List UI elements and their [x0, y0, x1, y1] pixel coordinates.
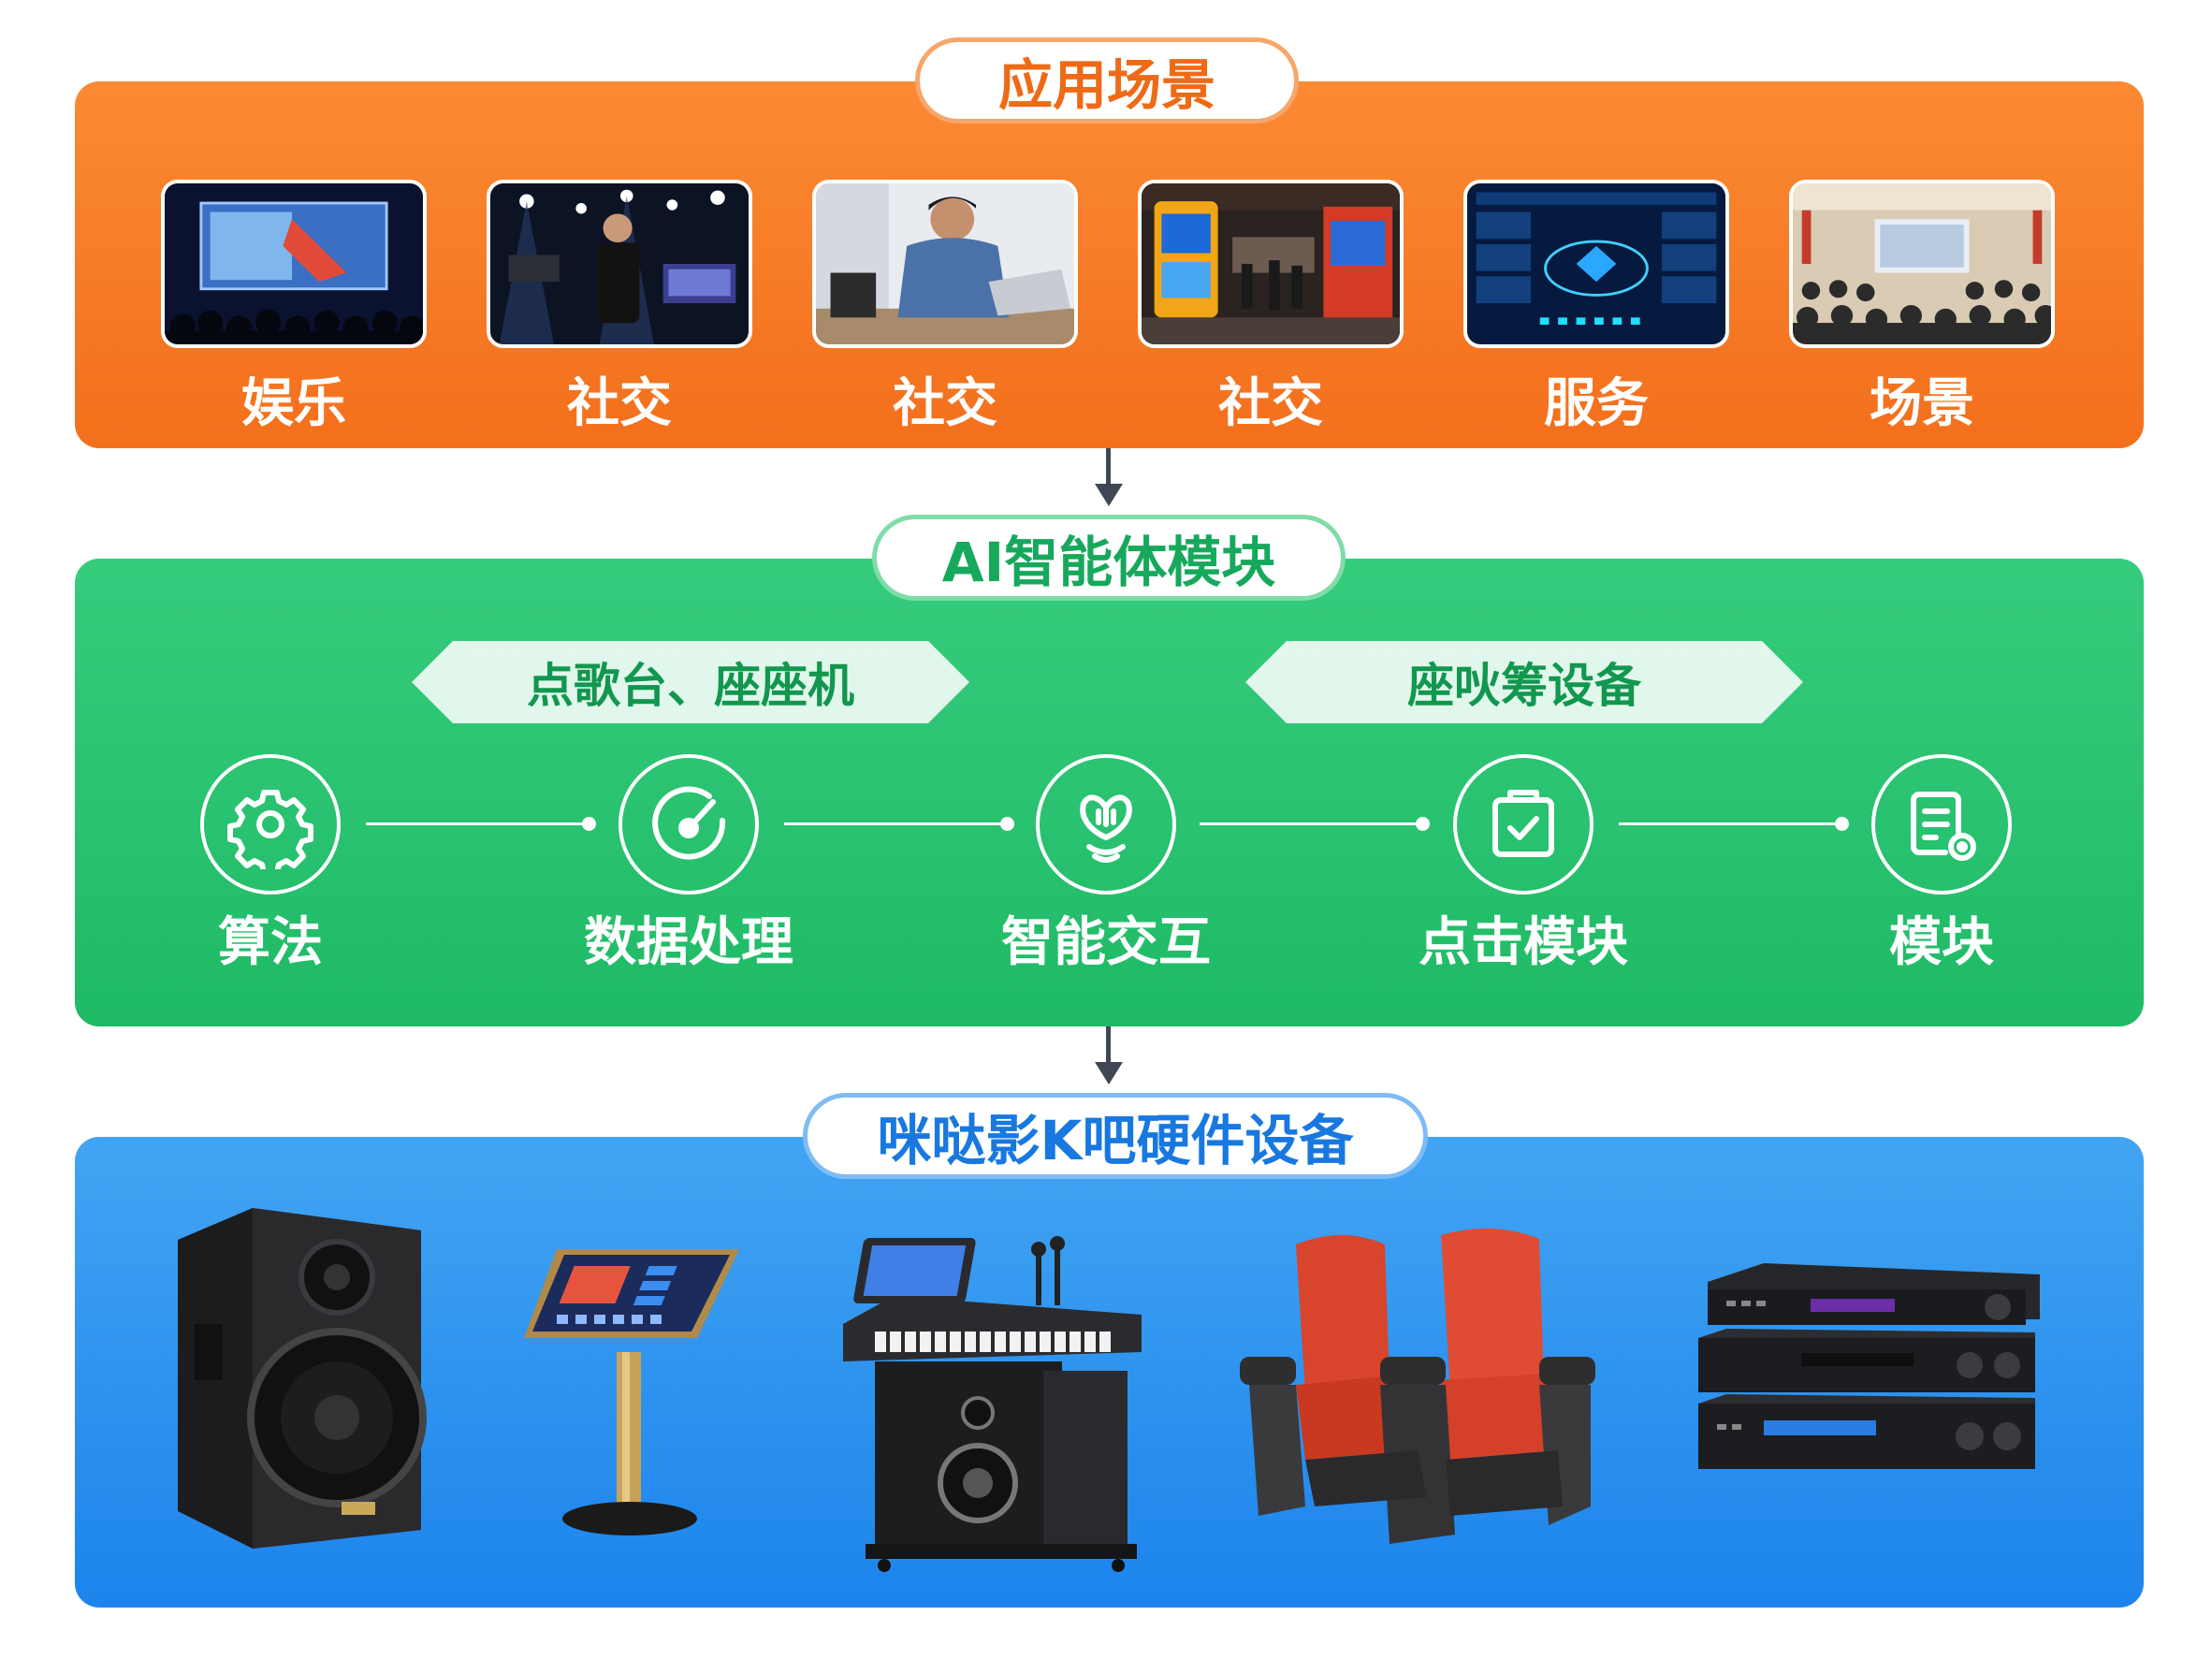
hardware-title: 咪哒影K吧硬件设备	[803, 1093, 1428, 1179]
connector-line	[784, 822, 1005, 825]
algorithm-node	[200, 754, 341, 895]
checklist-icon	[1478, 779, 1568, 869]
scene-conference-photo	[1789, 180, 2055, 348]
flow-arrow-head	[1095, 1062, 1123, 1084]
connector-dot	[582, 817, 596, 831]
ai-module-title: AI智能体模块	[872, 515, 1346, 601]
scene-laptop-photo	[812, 180, 1078, 348]
ribbon-label: 点歌台、座座机	[412, 641, 969, 723]
ribbon-label: 座吙筹设备	[1245, 641, 1803, 723]
click-module-node	[1453, 754, 1594, 895]
document-settings-icon	[1897, 779, 1986, 869]
scene-label: 场景	[1789, 361, 2055, 437]
node-label: 点击模块	[1336, 900, 1710, 976]
scene-cinema-photo	[161, 180, 427, 348]
scenarios-title: 应用场景	[915, 37, 1299, 124]
connector-dot	[1835, 817, 1849, 831]
scene-label: 服务	[1463, 361, 1729, 437]
connector-line	[1200, 822, 1420, 825]
smart-interaction-node	[1036, 754, 1176, 895]
data-processing-node	[618, 754, 759, 895]
scene-label: 社交	[812, 361, 1078, 437]
node-label: 模块	[1754, 900, 2129, 976]
connector-dot	[1000, 817, 1014, 831]
flow-arrow-line	[1106, 448, 1111, 486]
scene-dashboard-photo	[1463, 180, 1729, 348]
scene-label: 社交	[487, 361, 752, 437]
amplifier-stack-image	[1689, 1263, 2045, 1497]
flow-arrow-line	[1106, 1026, 1111, 1064]
connector-line	[366, 822, 587, 825]
scene-arcade-photo	[1138, 180, 1404, 348]
connector-line	[1619, 822, 1840, 825]
scene-stage-photo	[487, 180, 752, 348]
ai-interaction-icon	[1061, 779, 1151, 869]
theater-seats-image	[1230, 1226, 1600, 1558]
scene-label: 社交	[1138, 361, 1404, 437]
gear-icon	[226, 779, 315, 869]
gauge-icon	[644, 779, 734, 869]
flow-arrow-head	[1095, 484, 1123, 506]
module-node	[1871, 754, 2012, 895]
connector-dot	[1416, 817, 1430, 831]
scene-label: 娱乐	[161, 361, 427, 437]
node-label: 算法	[83, 900, 458, 976]
song-kiosk-image	[519, 1240, 744, 1539]
keyboard-console-image	[837, 1230, 1151, 1572]
node-label: 数据处理	[502, 900, 876, 976]
node-label: 智能交互	[919, 900, 1293, 976]
speaker-cabinet-image	[168, 1202, 430, 1549]
